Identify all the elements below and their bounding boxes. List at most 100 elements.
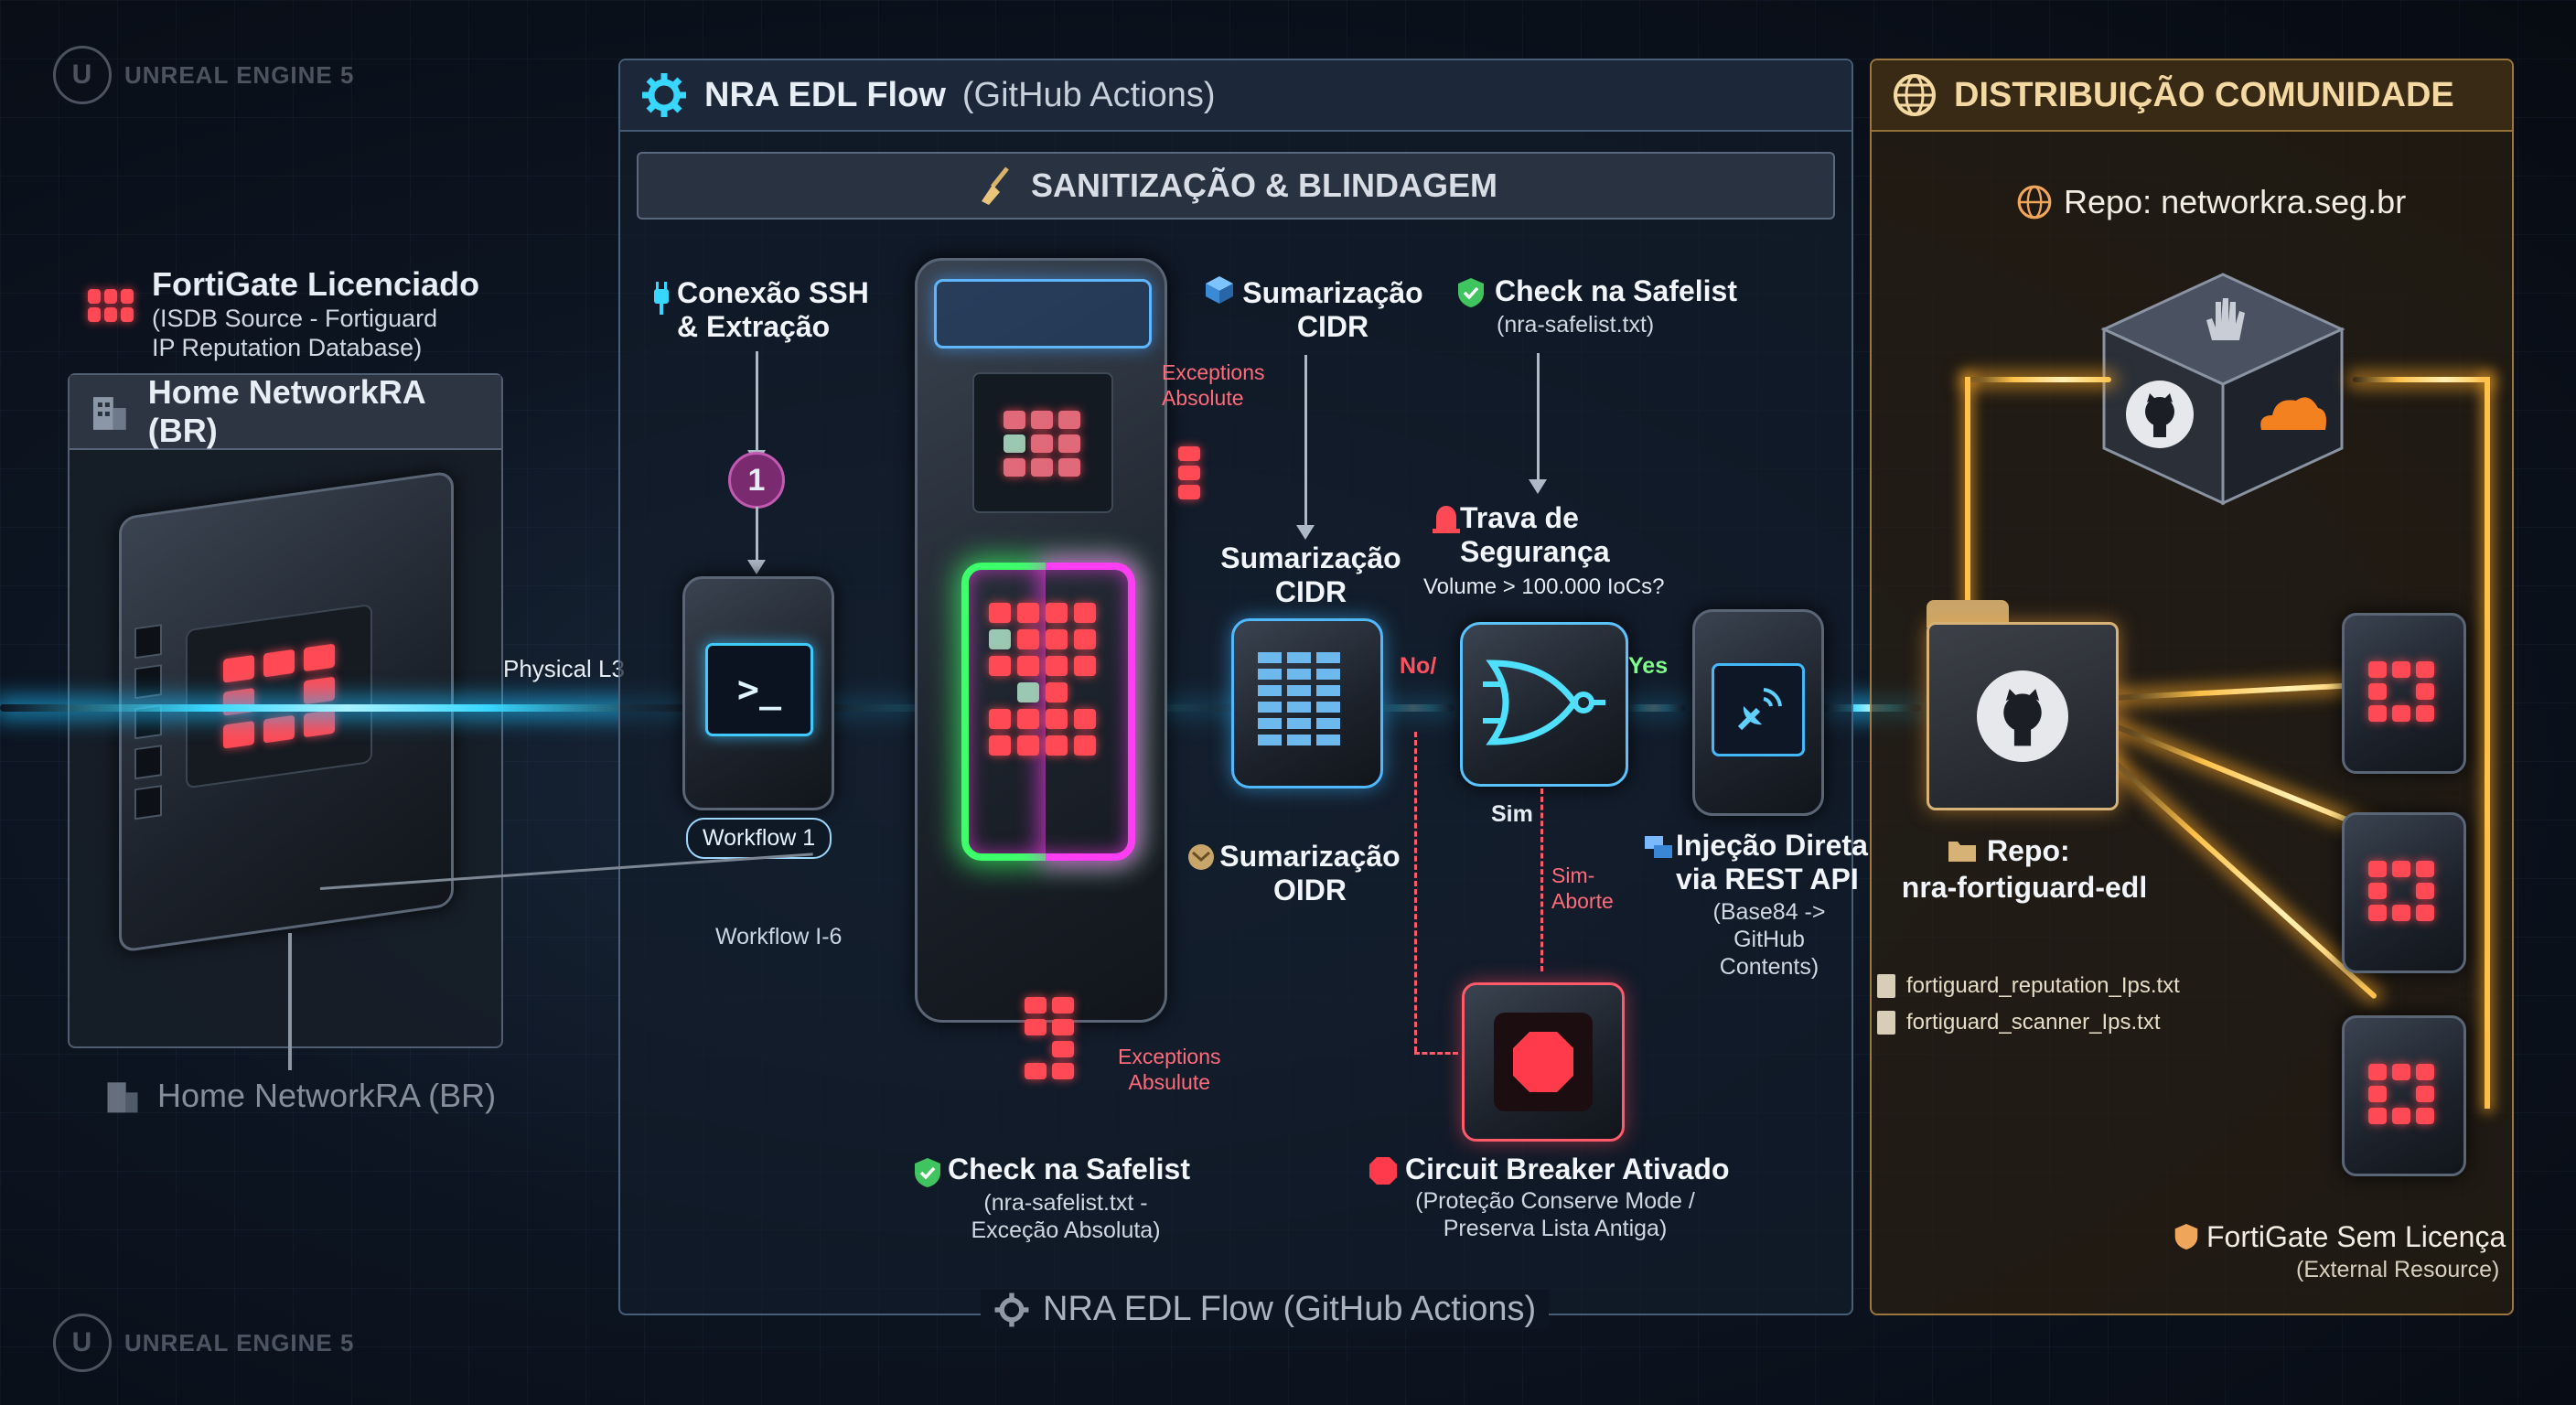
fortigate-licensed-subtitle: (ISDB Source - Fortiguard IP Reputation …: [152, 305, 438, 362]
github-icon: [1977, 670, 2068, 762]
github-icon: [2126, 381, 2194, 448]
arrow-sumarizacao-down: [1296, 355, 1315, 540]
fortinet-icon: [2368, 661, 2434, 722]
nor-gate-device: [1460, 622, 1628, 787]
step-number-badge: 1: [728, 452, 785, 509]
repo-url-text: Repo: networkra.seg.br: [2064, 183, 2407, 220]
stop-icon: [1368, 1156, 1398, 1190]
building-icon: [107, 1082, 138, 1113]
home-network-bottom: Home NetworkRA (BR): [102, 1076, 496, 1116]
file-scanner: fortiguard_scanner_Ips.txt: [1877, 1010, 2161, 1035]
arrow-safelist-down: [1529, 353, 1547, 494]
physical-l3-label: Physical L3: [503, 655, 625, 682]
fortigate-licensed-title: FortiGate Licenciado: [152, 265, 480, 303]
cloudflare-icon: [2252, 388, 2331, 439]
gold-link-vertical-right: [2485, 377, 2490, 1109]
repo-url: Repo: networkra.seg.br: [2016, 183, 2406, 221]
fortinet-icon: [2368, 1064, 2434, 1124]
repo-name-label: Repo:: [1987, 834, 2070, 867]
file-icon: [1877, 974, 1895, 998]
exceptions-top-chamber: [972, 372, 1113, 513]
gold-link-vertical-left: [1965, 377, 1970, 615]
cube-icon: [1204, 274, 1235, 310]
sanitization-core: [961, 563, 1135, 861]
no-branch-label: No/: [1400, 653, 1437, 679]
cube-icon: [1186, 842, 1217, 877]
rest-api-device: [1692, 609, 1824, 816]
arrow-ssh-to-step: [747, 351, 766, 465]
gear-icon: [642, 73, 686, 117]
nor-gate-icon: [1483, 660, 1605, 745]
fortinet-icon: [88, 289, 135, 326]
main-panel-footer: NRA EDL Flow (GitHub Actions): [981, 1290, 1550, 1329]
main-panel-footer-title: NRA EDL Flow (GitHub Actions): [1043, 1290, 1537, 1328]
sumarizacao-oidr-label: Sumarização OIDR: [1219, 840, 1401, 906]
file-reputation: fortiguard_reputation_Ips.txt: [1877, 973, 2180, 999]
distribution-panel-title: DISTRIBUIÇÃO COMUNIDADE: [1954, 75, 2454, 114]
sanitization-machine: [915, 258, 1167, 1023]
home-network-card-title: Home NetworkRA (BR): [147, 373, 425, 449]
shield-check-icon: [1456, 276, 1486, 314]
hand-icon: [2195, 293, 2250, 348]
fortigate-unlicensed-title: FortiGate Sem Licença: [2206, 1220, 2506, 1253]
fortigate-unlicensed-2: [2342, 812, 2466, 973]
file-icon: [1877, 1011, 1895, 1035]
fortigate-unlicensed-1: [2342, 613, 2466, 774]
ssh-extraction-label: Conexão SSH & Extração: [677, 276, 869, 343]
terminal-icon: >_: [705, 643, 813, 736]
trava-title: Trava de Segurança: [1460, 501, 1610, 568]
no-path-vertical: [1414, 732, 1417, 1052]
shield-icon: [2174, 1222, 2199, 1256]
repo-name: nra-fortiguard-edl: [1901, 871, 2148, 904]
safelist-top-title: Check na Safelist: [1495, 274, 1737, 307]
main-panel-title-suffix: (GitHub Actions): [961, 75, 1216, 114]
watermark-bottom: U UNREAL ENGINE 5: [53, 1314, 354, 1372]
file-scanner-name: fortiguard_scanner_Ips.txt: [1906, 1010, 2161, 1035]
workflow-1-badge: Workflow 1: [686, 818, 832, 859]
satellite-icon: [1712, 663, 1805, 756]
exceptions-top-blocks: [1178, 446, 1200, 499]
file-reputation-name: fortiguard_reputation_Ips.txt: [1906, 973, 2180, 998]
repo-name-heading: Repo:: [1947, 834, 2070, 868]
home-network-bottom-label: Home NetworkRA (BR): [157, 1077, 497, 1114]
workflow-1-6-label: Workflow I-6: [715, 924, 843, 949]
watermark-text: UNREAL ENGINE 5: [124, 60, 355, 89]
watermark-text: UNREAL ENGINE 5: [124, 1328, 355, 1357]
safelist-bottom-subtitle: (nra-safelist.txt - Exceção Absoluta): [971, 1190, 1161, 1243]
fortinet-icon: [2368, 861, 2434, 921]
sanitization-section-header: SANITIZAÇÃO & BLINDAGEM: [637, 152, 1835, 220]
circuit-breaker-device: [1462, 982, 1625, 1142]
distribution-cube: [2095, 265, 2351, 512]
folder-icon: [1948, 842, 1976, 863]
network-cable: [288, 933, 292, 1070]
shield-check-icon: [913, 1156, 942, 1194]
main-panel-header: NRA EDL Flow (GitHub Actions): [620, 60, 1852, 132]
watermark-top: U UNREAL ENGINE 5: [53, 46, 354, 104]
globe-icon: [1894, 74, 1936, 116]
terminal-device: >_: [682, 576, 834, 810]
gold-link-to-cube-right: [2353, 377, 2490, 382]
trava-subtitle: Volume > 100.000 IoCs?: [1423, 574, 1665, 599]
alarm-icon: [1431, 501, 1462, 539]
no-path-horizontal: [1414, 1052, 1458, 1055]
safelist-bottom-title: Check na Safelist: [948, 1153, 1190, 1185]
globe-icon: [2017, 185, 2052, 220]
fortinet-icon: [223, 643, 335, 749]
injecao-title: Injeção Direta via REST API: [1676, 829, 1868, 896]
sumarizacao-top-label: Sumarização CIDR: [1242, 276, 1423, 343]
sim-branch-label: Sim: [1491, 801, 1533, 827]
building-icon: [92, 397, 126, 430]
unreal-engine-icon: U: [53, 46, 112, 104]
circuit-breaker-subtitle: (Proteção Conserve Mode / Preserva Lista…: [1415, 1188, 1695, 1241]
exceptions-bottom-label: Exceptions Absulute: [1118, 1045, 1221, 1094]
sanitization-section-title: SANITIZAÇÃO & BLINDAGEM: [1031, 166, 1497, 204]
gear-icon: [994, 1292, 1029, 1326]
unreal-engine-icon: U: [53, 1314, 112, 1372]
sim-aborte-label: Sim- Aborte: [1551, 863, 1614, 913]
fortigate-unlicensed-3: [2342, 1015, 2466, 1176]
circuit-breaker-title: Circuit Breaker Ativado: [1405, 1153, 1730, 1185]
plug-icon: [648, 280, 675, 321]
data-flow-beam-source: [0, 704, 695, 712]
abort-path-vertical: [1540, 788, 1543, 971]
arrow-step-to-terminal: [747, 507, 766, 574]
